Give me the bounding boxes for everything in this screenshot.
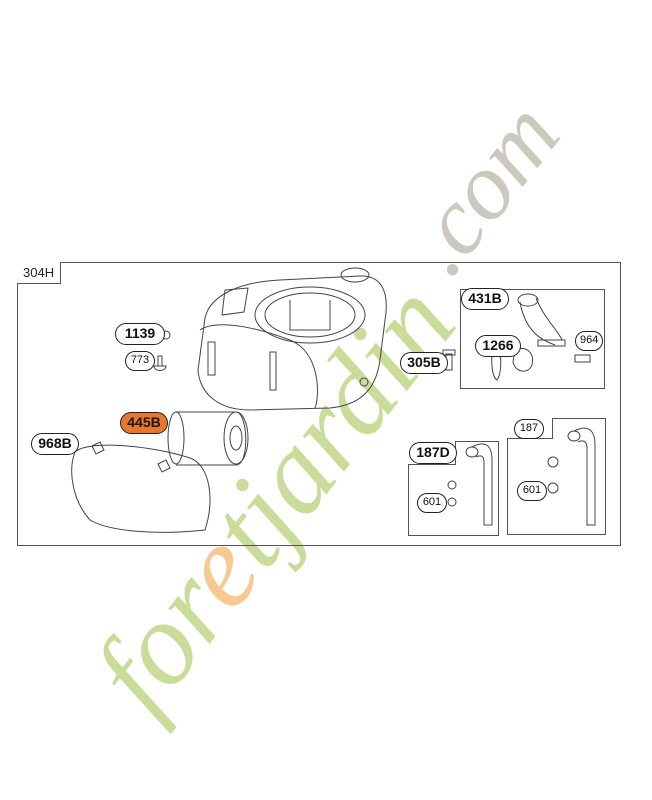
callout-187d[interactable]: 187D: [409, 442, 457, 464]
callout-431b[interactable]: 431B: [461, 288, 509, 310]
diagram-frame: [17, 262, 621, 546]
callout-601-187d[interactable]: 601: [417, 493, 447, 513]
callout-1266[interactable]: 1266: [475, 335, 521, 357]
callout-445b[interactable]: 445B: [120, 412, 168, 434]
subassembly-431b-box: [460, 289, 605, 389]
callout-773[interactable]: 773: [125, 351, 155, 371]
group-label: 304H: [17, 262, 62, 284]
callout-305b[interactable]: 305B: [400, 352, 448, 374]
callout-601-187[interactable]: 601: [517, 481, 547, 501]
subassembly-187-box: [507, 418, 606, 535]
callout-1139[interactable]: 1139: [115, 323, 165, 345]
callout-968b[interactable]: 968B: [31, 433, 79, 455]
callout-964[interactable]: 964: [575, 331, 603, 351]
callout-187[interactable]: 187: [514, 419, 544, 439]
